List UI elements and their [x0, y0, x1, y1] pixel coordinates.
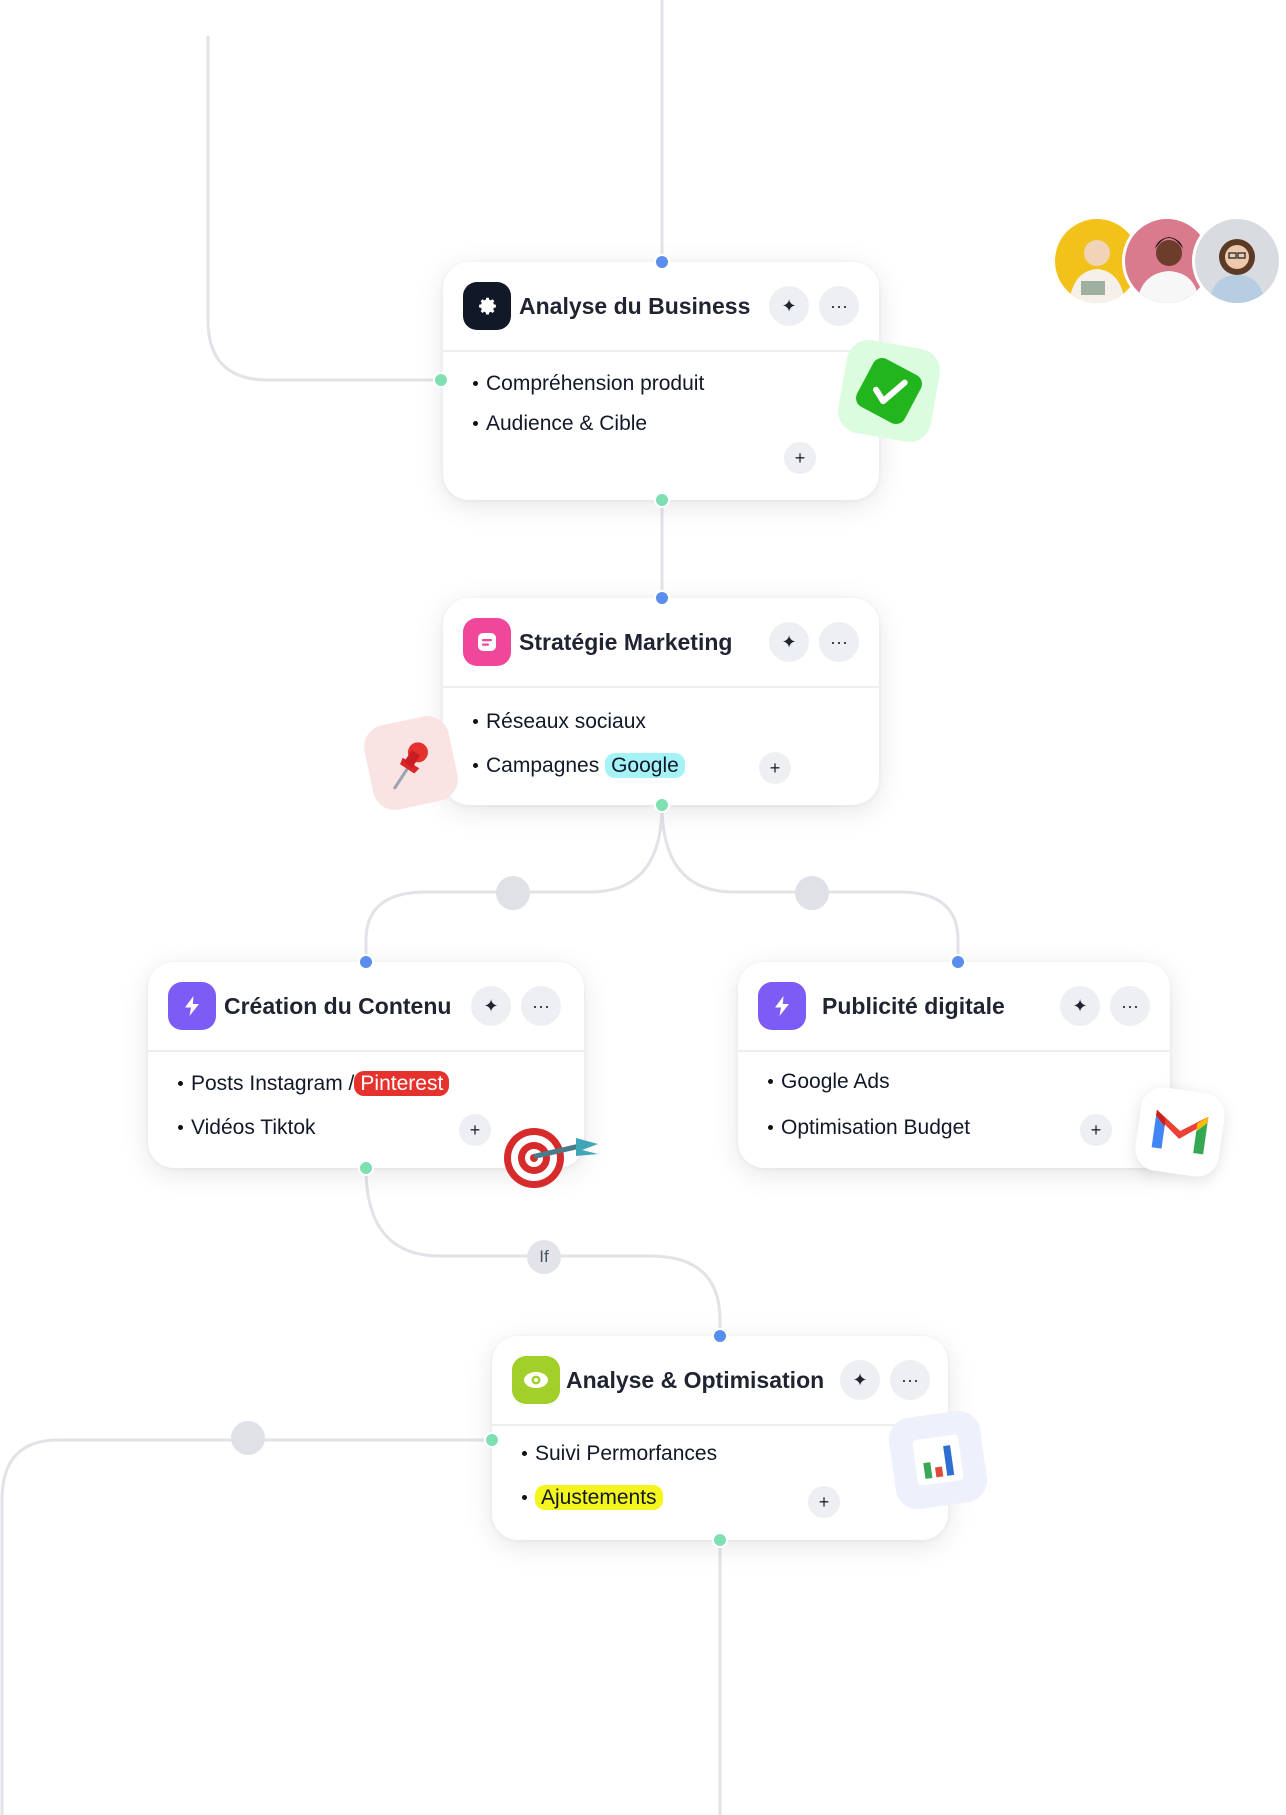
wire-junction[interactable] [231, 1421, 265, 1455]
lightning-icon [168, 982, 216, 1030]
output-port[interactable] [654, 492, 670, 508]
node-header: Analyse & Optimisation ✦ ··· [492, 1336, 948, 1426]
input-port[interactable] [654, 590, 670, 606]
output-port[interactable] [358, 1160, 374, 1176]
input-port[interactable] [712, 1328, 728, 1344]
node-analyse-optimisation[interactable]: Analyse & Optimisation ✦ ··· Suivi Permo… [492, 1336, 948, 1540]
lightning-icon [758, 982, 806, 1030]
avatar[interactable] [1052, 216, 1142, 306]
add-item-button[interactable]: + [1080, 1114, 1112, 1146]
node-analyse-business[interactable]: Analyse du Business ✦ ··· Compréhension … [443, 262, 879, 500]
if-condition-pill[interactable]: If [527, 1240, 561, 1274]
bar-chart-badge [886, 1408, 990, 1512]
target-dart-icon [502, 1122, 602, 1192]
node-title: Stratégie Marketing [519, 629, 733, 655]
list-item: Audience & Cible [473, 412, 647, 436]
input-port[interactable] [950, 954, 966, 970]
add-item-button[interactable]: + [459, 1114, 491, 1146]
checkmark-badge [834, 336, 944, 446]
more-options-button[interactable]: ··· [890, 1360, 930, 1400]
person-illustration [1209, 239, 1265, 303]
add-item-button[interactable]: + [759, 752, 791, 784]
input-port[interactable] [654, 254, 670, 270]
pinterest-tag: Pinterest [354, 1071, 450, 1096]
node-header: Analyse du Business ✦ ··· [443, 262, 879, 352]
google-tag: Google [605, 753, 685, 778]
eye-icon [512, 1356, 560, 1404]
more-options-button[interactable]: ··· [1110, 986, 1150, 1026]
ai-sparkle-button[interactable]: ✦ [769, 286, 809, 326]
node-publicite-digitale[interactable]: Publicité digitale ✦ ··· Google Ads Opti… [738, 962, 1170, 1168]
list-item: Posts Instagram /Pinterest [178, 1071, 450, 1096]
ajustements-tag: Ajustements [535, 1485, 663, 1510]
list-item: Compréhension produit [473, 372, 704, 396]
node-title: Analyse & Optimisation [566, 1367, 825, 1393]
output-port[interactable] [654, 797, 670, 813]
list-item: Optimisation Budget [768, 1116, 970, 1140]
if-label: If [539, 1247, 549, 1266]
avatar[interactable] [1192, 216, 1282, 306]
person-illustration [1069, 236, 1125, 303]
list-item: Réseaux sociaux [473, 710, 646, 734]
ai-sparkle-button[interactable]: ✦ [1060, 986, 1100, 1026]
input-port[interactable] [358, 954, 374, 970]
add-item-button[interactable]: + [808, 1486, 840, 1518]
node-header: Stratégie Marketing ✦ ··· [443, 598, 879, 688]
add-item-button[interactable]: + [784, 442, 816, 474]
output-port[interactable] [712, 1532, 728, 1548]
list-item: Vidéos Tiktok [178, 1116, 316, 1140]
pushpin-badge [359, 711, 463, 815]
node-header: Création du Contenu ✦ ··· [148, 962, 584, 1052]
ai-sparkle-button[interactable]: ✦ [769, 622, 809, 662]
wire-junction[interactable] [496, 876, 530, 910]
list-item: Suivi Permorfances [522, 1442, 717, 1466]
list-item: Ajustements [522, 1485, 663, 1510]
node-header: Publicité digitale ✦ ··· [738, 962, 1170, 1052]
node-title: Analyse du Business [519, 293, 751, 319]
left-port[interactable] [484, 1432, 500, 1448]
node-creation-contenu[interactable]: Création du Contenu ✦ ··· Posts Instagra… [148, 962, 584, 1168]
list-item: Campagnes Google [473, 753, 685, 778]
node-strategie-marketing[interactable]: Stratégie Marketing ✦ ··· Réseaux sociau… [443, 598, 879, 805]
node-title: Publicité digitale [822, 993, 1005, 1019]
document-icon [463, 618, 511, 666]
ai-sparkle-button[interactable]: ✦ [840, 1360, 880, 1400]
left-port[interactable] [433, 372, 449, 388]
pushpin-icon [393, 742, 428, 790]
wire-junction[interactable] [795, 876, 829, 910]
checkmark-icon [856, 358, 922, 424]
more-options-button[interactable]: ··· [819, 286, 859, 326]
gmail-icon [1151, 1109, 1209, 1155]
gmail-badge [1132, 1084, 1228, 1180]
bar-chart-icon [912, 1434, 964, 1486]
more-options-button[interactable]: ··· [819, 622, 859, 662]
more-options-button[interactable]: ··· [521, 986, 561, 1026]
person-illustration [1137, 237, 1199, 303]
ai-sparkle-button[interactable]: ✦ [471, 986, 511, 1026]
gear-icon [463, 282, 511, 330]
node-title: Création du Contenu [224, 993, 452, 1019]
list-item: Google Ads [768, 1070, 890, 1094]
